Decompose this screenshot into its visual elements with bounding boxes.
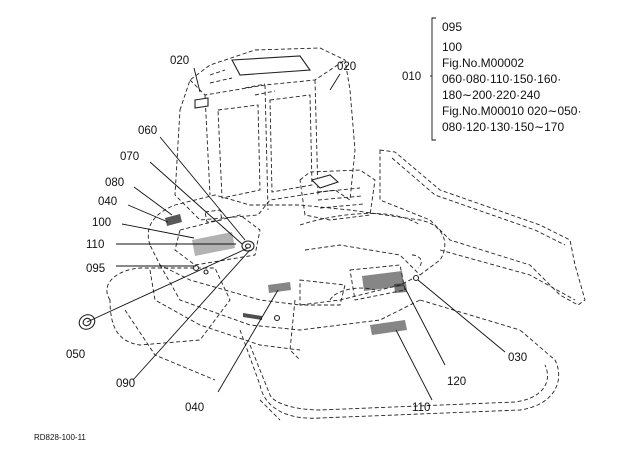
callout-050: 050	[66, 349, 85, 361]
decals	[165, 214, 407, 335]
callout-010: 010	[402, 71, 421, 83]
drawing-code: RD828-100-11	[34, 433, 86, 442]
dozer-blade	[379, 149, 586, 306]
callout-120: 120	[447, 376, 466, 388]
cab	[174, 47, 356, 221]
small-parts	[78, 240, 420, 330]
callout-090: 090	[116, 378, 135, 390]
callout-100: 100	[92, 217, 111, 229]
callout-labels: 020 020 060 070 080 040 100 110 095 050 …	[34, 55, 527, 442]
note-line-4: 060·080·110·150·160·	[442, 72, 562, 86]
upper-body	[147, 169, 446, 361]
callout-095: 095	[86, 263, 105, 275]
note-line-3: Fig.No.M00002	[442, 56, 525, 70]
callout-080: 080	[105, 177, 124, 189]
note-line-7: 080·120·130·150∼170	[442, 120, 565, 134]
note-line-5: 180∼200·220·240	[442, 88, 541, 102]
callout-020-right: 020	[337, 61, 356, 73]
callout-060: 060	[138, 125, 157, 137]
note-line-2: 100	[442, 40, 463, 54]
callout-020-left: 020	[170, 55, 189, 67]
note-block: 095 100 Fig.No.M00002 060·080·110·150·16…	[442, 19, 581, 135]
leader-lines	[86, 17, 506, 401]
callout-030: 030	[508, 352, 527, 364]
callout-110-left: 110	[86, 239, 104, 251]
callout-040-upper: 040	[98, 196, 117, 208]
callout-110-lower: 110	[412, 402, 430, 414]
callout-040-lower: 040	[185, 402, 204, 414]
note-line-1: 095	[442, 20, 463, 34]
callout-070: 070	[120, 151, 139, 163]
note-line-6: Fig.No.M00010 020∼050·	[442, 104, 582, 118]
